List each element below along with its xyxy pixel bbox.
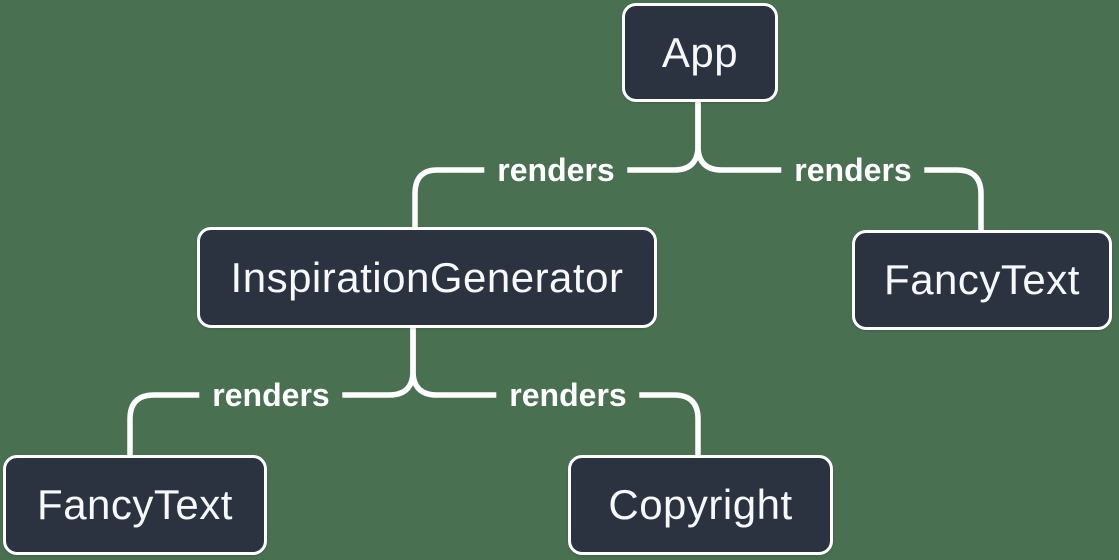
node-inspiration-generator: InspirationGenerator [197,227,657,328]
node-copyright: Copyright [568,455,833,555]
edge-label-renders: renders [781,147,925,193]
node-app: App [622,3,778,102]
edge-label-renders: renders [496,372,640,418]
node-fancy-text-top: FancyText [852,230,1112,330]
node-fancy-text-top-label: FancyText [884,256,1080,303]
node-fancy-text-bottom: FancyText [3,455,267,555]
node-copyright-label: Copyright [608,481,793,528]
node-app-label: App [661,28,739,76]
edge-label-renders: renders [199,372,343,418]
edge-label-renders: renders [484,147,628,193]
node-inspiration-generator-label: InspirationGenerator [230,253,624,301]
node-fancy-text-bottom-label: FancyText [37,481,233,528]
